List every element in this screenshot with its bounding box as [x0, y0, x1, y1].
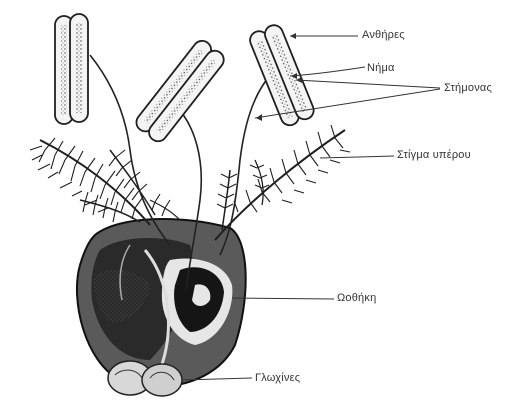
leader-nima: [290, 67, 365, 76]
label-stamen: Στήμονας: [444, 82, 492, 94]
label-lodicules: Γλωχίνες: [255, 372, 300, 384]
label-ovary: Ωοθήκη: [337, 292, 376, 304]
anther-left: [55, 14, 88, 124]
label-filament: Νήμα: [367, 62, 395, 74]
label-stigma: Στίγμα υπέρου: [397, 149, 471, 161]
leader-stigma: [320, 156, 394, 158]
anther-middle: [133, 37, 228, 145]
anther-right: [247, 22, 316, 127]
label-anthers: Ανθήρες: [362, 29, 405, 41]
ovary: [77, 219, 246, 387]
stigma-right: [215, 125, 350, 240]
stigma-left: [30, 138, 180, 225]
leader-stimonas-1: [296, 80, 440, 88]
lodicules: [108, 361, 182, 396]
leader-oothiki: [232, 298, 334, 299]
